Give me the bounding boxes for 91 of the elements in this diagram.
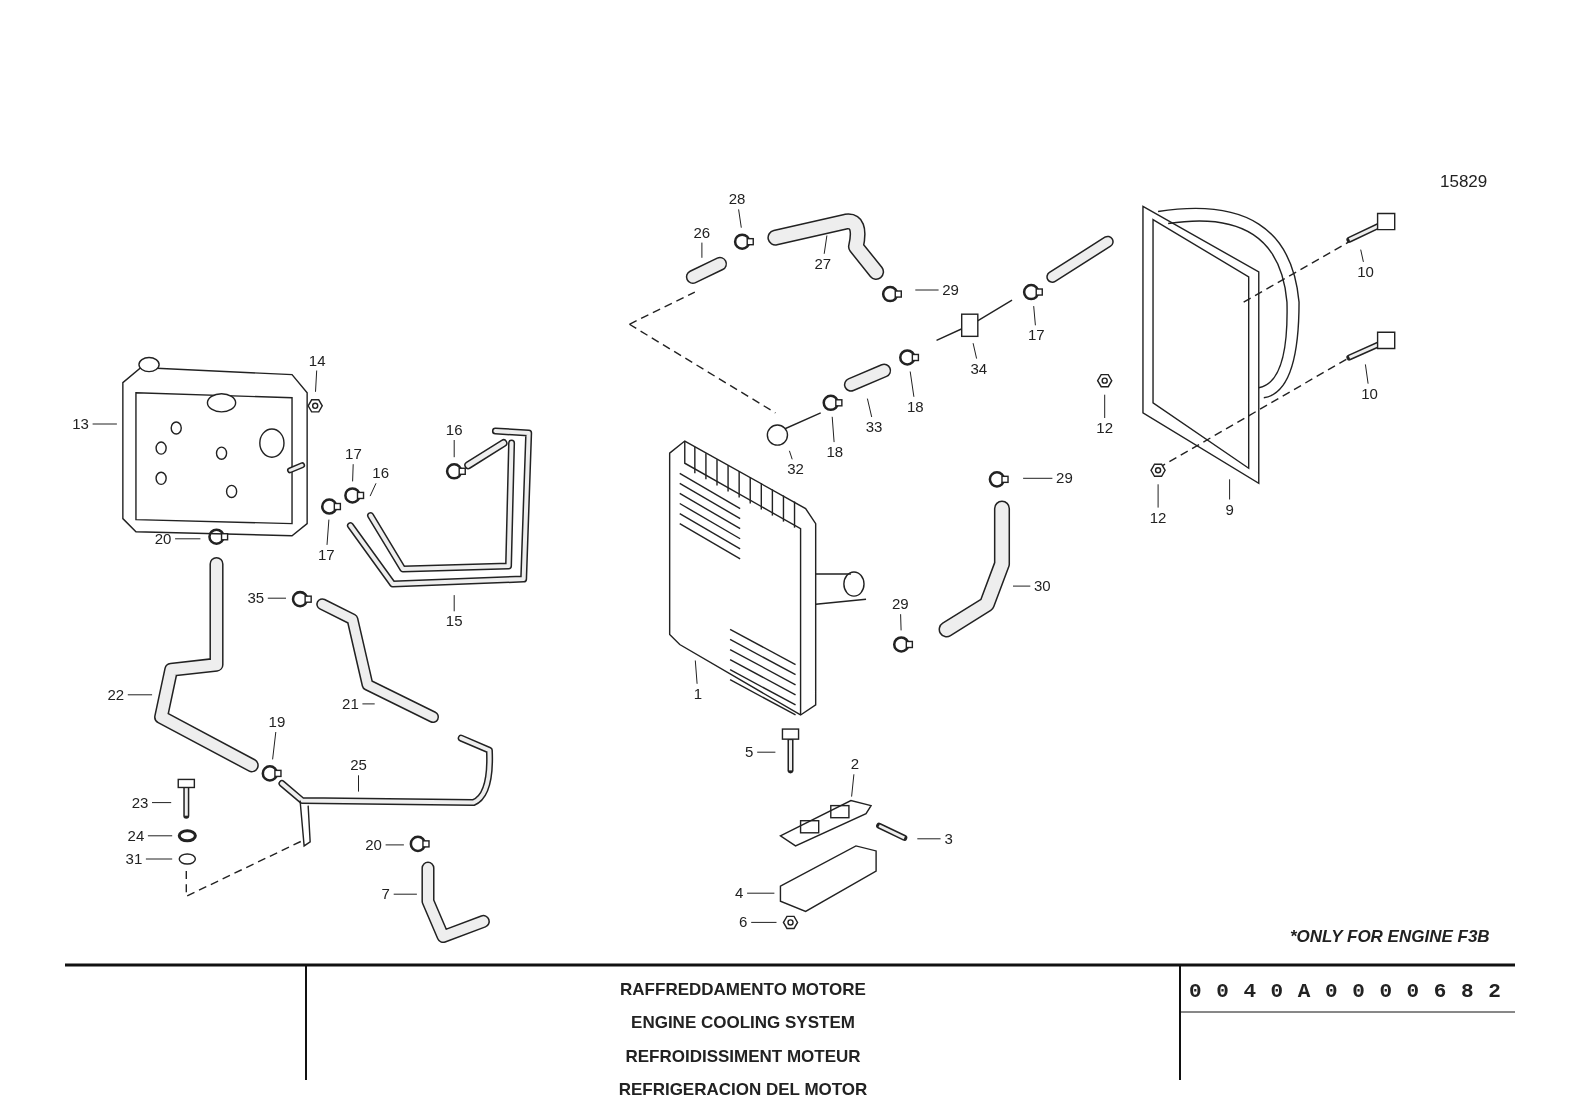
leader-line — [352, 463, 354, 482]
callout-number: 20 — [152, 529, 175, 548]
callout-number: 16 — [369, 464, 392, 483]
callout-number: 24 — [124, 826, 147, 845]
callout-number: 10 — [1358, 384, 1381, 403]
title-text: RAFFREDDAMENTO MOTORE — [619, 980, 867, 1000]
leader-line — [385, 844, 405, 846]
drawing-number: 15829 — [1440, 172, 1488, 192]
leader-line — [914, 289, 940, 291]
callout-number: 27 — [811, 254, 834, 273]
callout-number: 26 — [690, 223, 713, 242]
callout-number: 29 — [889, 595, 912, 614]
leader-line — [972, 342, 978, 360]
callout-number: 4 — [732, 884, 747, 903]
leader-line — [1364, 363, 1369, 385]
leader-line — [92, 423, 118, 425]
leader-line — [738, 208, 742, 229]
callout-number: 23 — [128, 793, 151, 812]
title-text: REFROIDISSIMENT MOTEUR — [624, 1047, 862, 1067]
leader-line — [1012, 585, 1031, 587]
leader-line — [358, 774, 359, 793]
callout-number: 15 — [443, 612, 466, 631]
leader-line — [1360, 249, 1364, 263]
callout-number: 12 — [1147, 508, 1170, 527]
callout-number: 7 — [378, 885, 393, 904]
callout-number: 20 — [362, 835, 385, 854]
callout-number: 31 — [122, 849, 145, 868]
callout-number: 33 — [863, 417, 886, 436]
callout-number: 16 — [443, 421, 466, 439]
leader-line — [900, 613, 902, 631]
leader-line — [393, 893, 418, 895]
leader-line — [750, 921, 777, 923]
callout-number: 9 — [1222, 500, 1237, 519]
leader-line — [756, 751, 776, 753]
leader-line — [746, 892, 775, 894]
leader-line — [145, 858, 173, 860]
callout-number: 28 — [726, 190, 749, 209]
leader-line — [866, 398, 873, 418]
leader-line — [1157, 483, 1159, 509]
callout-number: 10 — [1354, 262, 1377, 281]
leader-line — [701, 242, 703, 259]
leader-line — [694, 660, 698, 685]
leader-line — [909, 371, 915, 398]
callout-number: 12 — [1093, 418, 1116, 437]
leader-line — [151, 802, 172, 804]
callout-number: 18 — [823, 443, 846, 462]
callout-number: 21 — [339, 694, 362, 713]
leader-line — [1033, 305, 1036, 326]
leader-line — [174, 538, 201, 540]
callout-number: 18 — [904, 397, 927, 416]
leader-line — [1104, 394, 1106, 419]
leader-line — [315, 370, 318, 393]
callout-number: 14 — [306, 351, 329, 370]
leader-line — [831, 416, 835, 443]
callout-number: 29 — [1053, 469, 1076, 488]
callout-number: 29 — [939, 281, 962, 299]
callout-number: 35 — [244, 589, 267, 608]
leader-line — [453, 439, 455, 458]
part-number-cells: 0040A0000682 — [1185, 978, 1516, 1006]
leader-line — [272, 731, 277, 760]
leader-line — [1229, 478, 1231, 500]
leader-line — [788, 450, 793, 460]
callout-number: 25 — [347, 756, 370, 775]
leader-line — [1022, 477, 1053, 479]
leader-line — [823, 235, 828, 255]
leader-line — [361, 703, 376, 705]
callout-number: 6 — [736, 913, 751, 932]
callout-number: 19 — [265, 713, 288, 731]
callout-number: 17 — [1025, 326, 1048, 345]
callout-number: 22 — [104, 685, 127, 704]
callout-number: 5 — [742, 743, 757, 762]
callout-number: 17 — [315, 545, 338, 564]
callout-number: 2 — [847, 755, 862, 774]
title-text: REFRIGERACION DEL MOTOR — [617, 1080, 869, 1100]
callout-number: 17 — [342, 445, 365, 464]
leader-line — [851, 773, 855, 798]
leader-line — [916, 838, 942, 840]
callout-number: 32 — [784, 460, 807, 479]
leader-line — [267, 597, 287, 599]
leader-line — [127, 694, 153, 696]
leader-line — [453, 594, 455, 612]
note-text: *ONLY FOR ENGINE F3B — [1290, 927, 1490, 947]
leader-line — [147, 835, 173, 837]
callout-number: 13 — [69, 414, 92, 433]
callout-number: 3 — [941, 829, 956, 848]
callout-number: 30 — [1031, 577, 1054, 596]
leader-line — [326, 519, 330, 546]
leader-line — [369, 482, 377, 497]
callout-number: 1 — [690, 684, 705, 703]
title-text: ENGINE COOLING SYSTEM — [630, 1013, 856, 1033]
callout-number: 34 — [967, 359, 990, 378]
